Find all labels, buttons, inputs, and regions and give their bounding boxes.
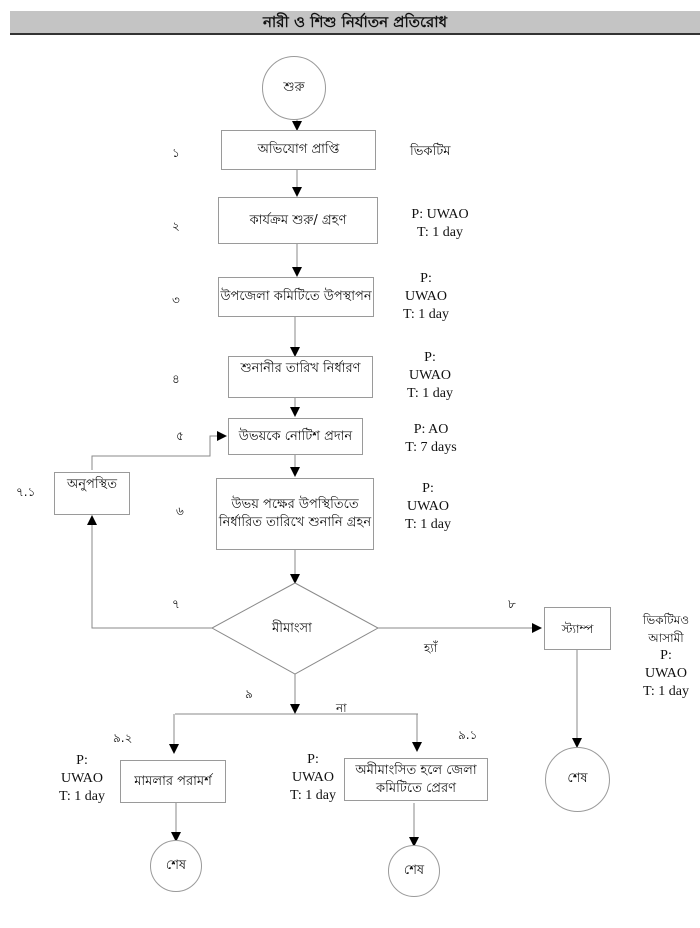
- meta-step-8: ভিকটিমও আসামী P: UWAO T: 1 day: [642, 613, 690, 699]
- step-number-9-1: ৯.১: [458, 728, 478, 742]
- yes-branch-label: হ্যাঁ: [424, 641, 438, 655]
- step-8-box[interactable]: স্ট্যাম্প: [544, 607, 611, 650]
- step-number-5: ৫: [176, 429, 184, 443]
- step-number-6: ৬: [176, 504, 184, 518]
- meta-step-6: P: UWAO T: 1 day: [405, 481, 451, 532]
- step-6-box[interactable]: উভয় পক্ষের উপস্থিতিতে নির্ধারিত তারিখে …: [216, 478, 374, 550]
- end-node-1[interactable]: শেষ: [150, 840, 202, 892]
- end-node-3[interactable]: শেষ: [545, 747, 610, 812]
- step-2-box[interactable]: কার্যক্রম শুরু/ গ্রহণ: [218, 197, 378, 244]
- step-7-1-box[interactable]: অনুপস্থিত: [54, 472, 130, 515]
- step-number-2: ২: [172, 219, 180, 233]
- step-3-box[interactable]: উপজেলা কমিটিতে উপস্থাপন: [218, 277, 374, 317]
- meta-step-1: ভিকটিম: [410, 144, 451, 159]
- meta-step-5: P: AO T: 7 days: [405, 422, 457, 455]
- meta-step-2: P: UWAO T: 1 day: [411, 207, 469, 240]
- step-number-4: ৪: [172, 372, 180, 386]
- step-number-7-1: ৭.১: [16, 485, 36, 499]
- meta-step-9-2: P: UWAO T: 1 day: [59, 753, 105, 804]
- step-9-2-box[interactable]: মামলার পরামর্শ: [120, 760, 226, 803]
- decision-diamond: [210, 582, 380, 675]
- start-node[interactable]: শুরু: [262, 56, 326, 120]
- step-number-9-2: ৯.২: [113, 731, 133, 745]
- diagram-title: নারী ও শিশু নির্যাতন প্রতিরোধ: [262, 13, 448, 31]
- step-number-9: ৯: [245, 687, 253, 701]
- end-node-2[interactable]: শেষ: [388, 845, 440, 897]
- step-number-8: ৮: [508, 597, 516, 611]
- edge-decision-s7_1: [87, 515, 212, 629]
- decision-label: মীমাংসা: [272, 621, 312, 636]
- step-9-1-box[interactable]: অমীমাংসিত হলে জেলা কমিটিতে প্রেরণ: [344, 758, 488, 801]
- no-branch-label: না: [336, 701, 347, 715]
- step-number-1: ১: [172, 146, 180, 160]
- meta-step-4: P: UWAO T: 1 day: [407, 350, 453, 401]
- step-1-box[interactable]: অভিযোগ প্রাপ্তি: [221, 130, 376, 170]
- edge-s7_1-s5: [91, 431, 227, 470]
- meta-step-3: P: UWAO T: 1 day: [403, 271, 449, 322]
- meta-step-9-1: P: UWAO T: 1 day: [290, 752, 336, 803]
- step-5-box[interactable]: উভয়কে নোটিশ প্রদান: [228, 418, 363, 455]
- diagram-title-bar: নারী ও শিশু নির্যাতন প্রতিরোধ: [10, 11, 700, 35]
- step-number-7: ৭: [172, 597, 180, 611]
- step-4-box[interactable]: শুনানীর তারিখ নির্ধারণ: [228, 356, 373, 398]
- step-number-3: ৩: [172, 293, 180, 307]
